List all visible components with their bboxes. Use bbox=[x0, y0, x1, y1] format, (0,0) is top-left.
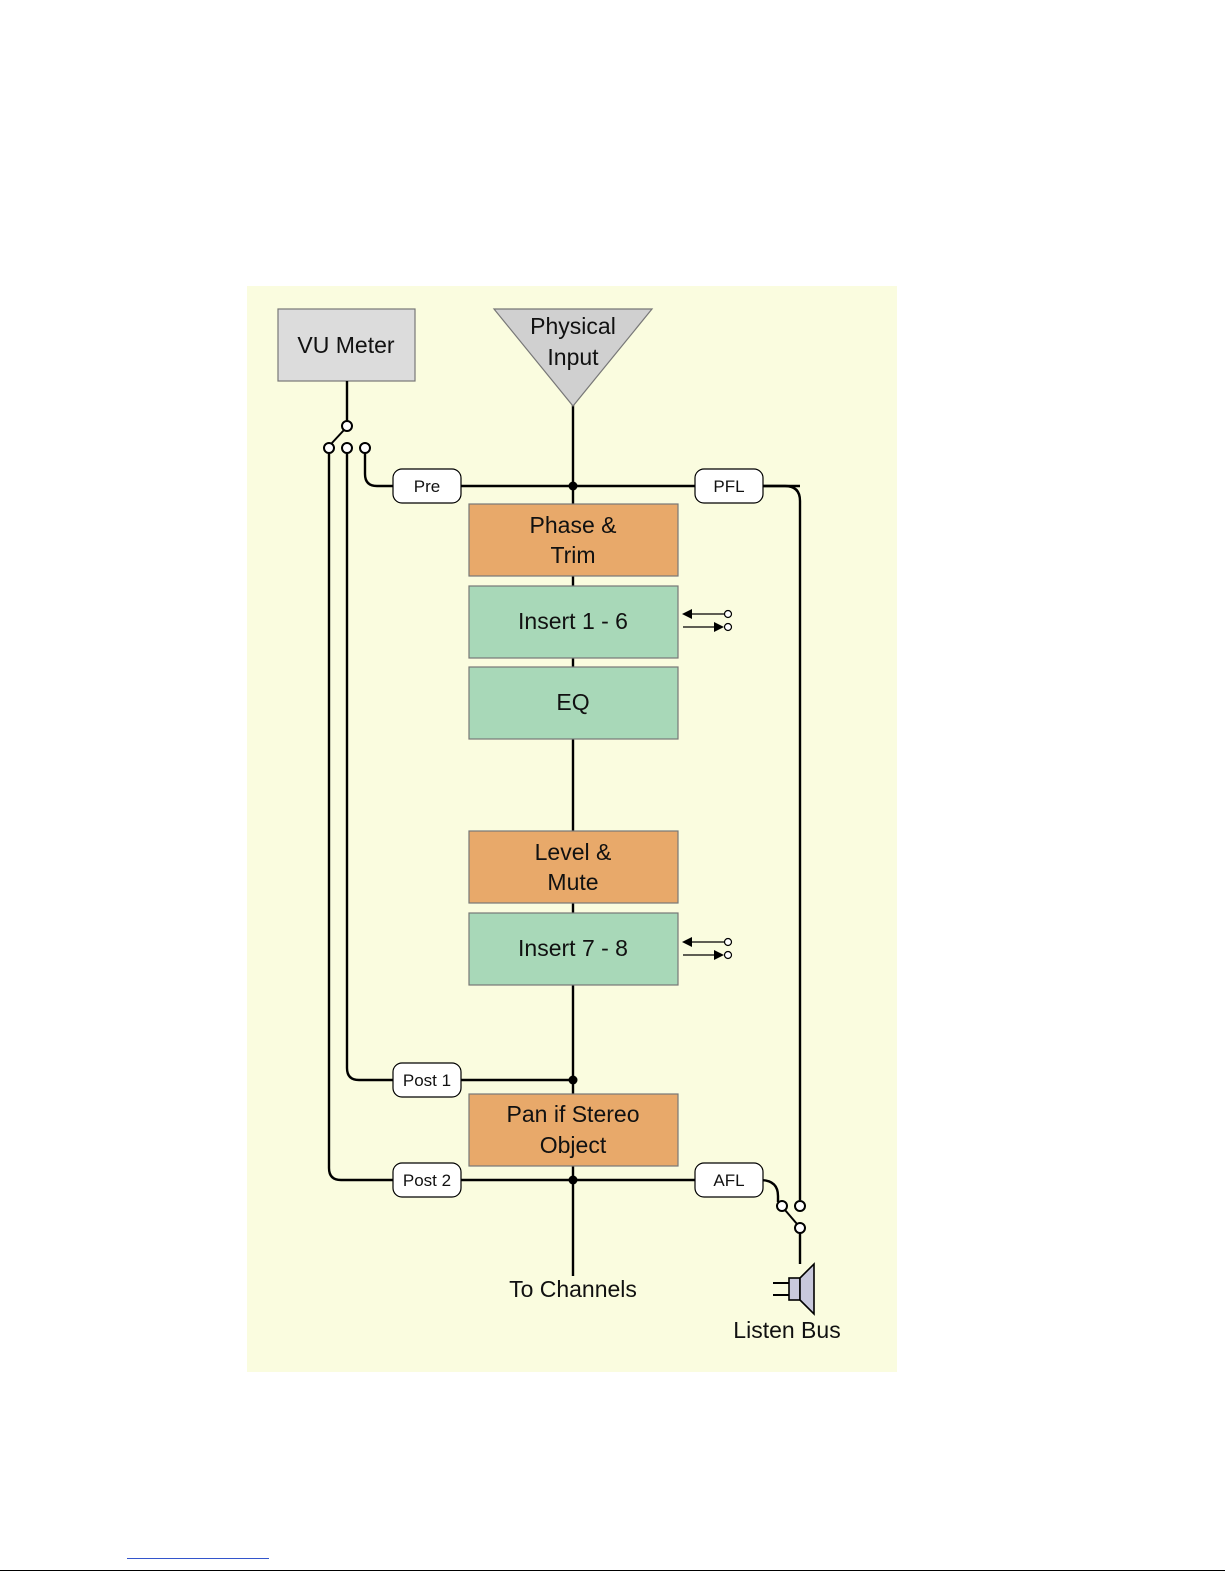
to-channels-label: To Channels bbox=[509, 1276, 637, 1302]
insert-7-8-block: Insert 7 - 8 bbox=[469, 913, 678, 985]
pfl-tap-label: PFL bbox=[713, 477, 744, 496]
insert-7-8-label: Insert 7 - 8 bbox=[518, 935, 628, 961]
level-mute-label-line2: Mute bbox=[547, 869, 598, 895]
junction-post1 bbox=[569, 1076, 578, 1085]
phase-trim-block: Phase & Trim bbox=[469, 504, 678, 576]
page-footer-rule bbox=[0, 1570, 1225, 1571]
listen-bus-label: Listen Bus bbox=[733, 1317, 840, 1343]
insert-1-6-label: Insert 1 - 6 bbox=[518, 608, 628, 634]
pan-label-line1: Pan if Stereo bbox=[507, 1101, 640, 1127]
post2-tap-tag: Post 2 bbox=[393, 1163, 461, 1197]
level-mute-block: Level & Mute bbox=[469, 831, 678, 903]
vu-meter-label: VU Meter bbox=[297, 332, 394, 358]
post1-tap-tag: Post 1 bbox=[393, 1063, 461, 1097]
junction-pre bbox=[569, 482, 578, 491]
afl-tap-label: AFL bbox=[713, 1171, 744, 1190]
post1-tap-label: Post 1 bbox=[403, 1071, 451, 1090]
pre-tap-tag: Pre bbox=[393, 469, 461, 503]
insert-1-6-block: Insert 1 - 6 bbox=[469, 586, 678, 658]
junction-post2 bbox=[569, 1176, 578, 1185]
eq-block: EQ bbox=[469, 667, 678, 739]
phase-trim-label-line1: Phase & bbox=[530, 512, 617, 538]
pan-label-line2: Object bbox=[540, 1132, 607, 1158]
vu-meter-block: VU Meter bbox=[278, 309, 415, 381]
level-mute-label-line1: Level & bbox=[535, 839, 612, 865]
afl-tap-tag: AFL bbox=[695, 1163, 763, 1197]
pan-block: Pan if Stereo Object bbox=[469, 1094, 678, 1166]
physical-input-label-line1: Physical bbox=[530, 313, 616, 339]
pre-tap-label: Pre bbox=[414, 477, 440, 496]
footnote-separator bbox=[127, 1558, 269, 1559]
post2-tap-label: Post 2 bbox=[403, 1171, 451, 1190]
physical-input-label-line2: Input bbox=[547, 344, 599, 370]
eq-label: EQ bbox=[556, 689, 589, 715]
phase-trim-label-line2: Trim bbox=[550, 542, 595, 568]
pfl-tap-tag: PFL bbox=[695, 469, 763, 503]
